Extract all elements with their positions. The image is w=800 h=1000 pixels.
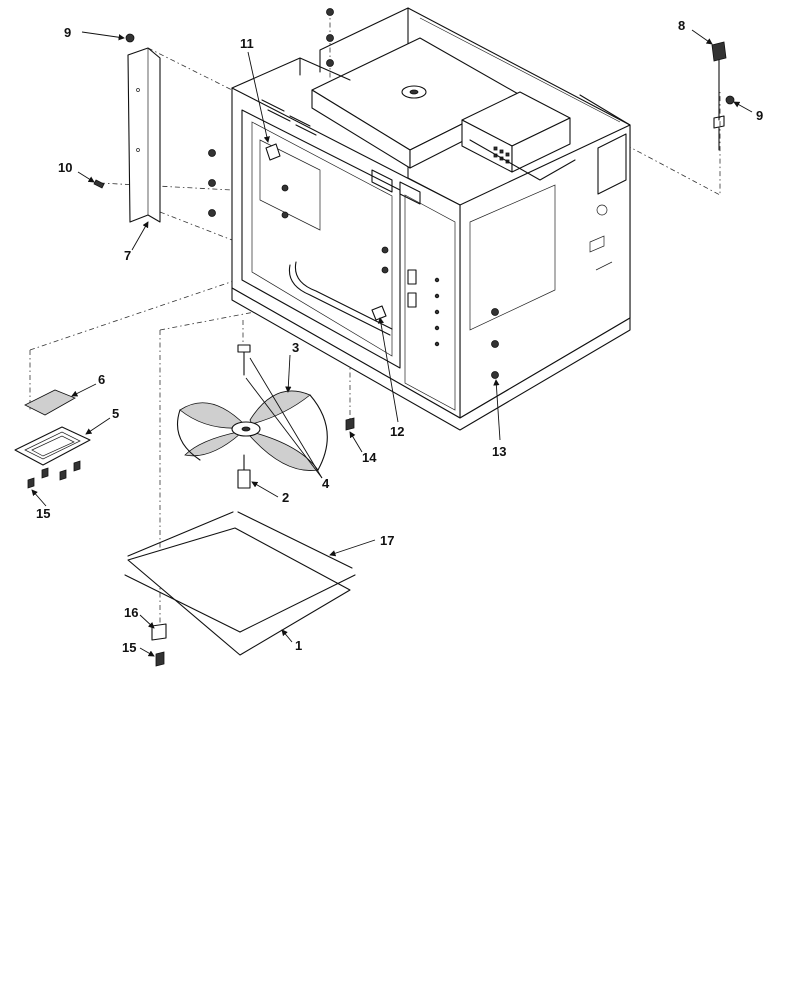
part-9-nut-right <box>725 95 735 105</box>
callout-9-left: 9 <box>64 25 71 40</box>
callout-3: 3 <box>292 340 299 355</box>
part-1-floor-panel <box>127 527 351 656</box>
part-9-nut-left <box>125 33 135 43</box>
part-11-clip <box>265 143 281 161</box>
part-10-screw <box>93 179 105 189</box>
callout-13: 13 <box>492 444 506 459</box>
callout-16: 16 <box>124 605 138 620</box>
callout-8: 8 <box>678 18 685 33</box>
part-2-motor-shaft <box>237 454 251 489</box>
callout-2: 2 <box>282 490 289 505</box>
part-15-screw-bottom <box>155 651 165 667</box>
callout-10: 10 <box>58 160 72 175</box>
part-16-clip <box>151 623 167 641</box>
callout-6: 6 <box>98 372 105 387</box>
part-12-element-terminal <box>371 305 387 321</box>
callout-17: 17 <box>380 533 394 548</box>
callout-4: 4 <box>322 476 330 491</box>
part-3-fan <box>176 390 328 471</box>
part-14-screw <box>345 417 355 431</box>
part-6-light-lens <box>24 389 76 416</box>
callout-7: 7 <box>124 248 131 263</box>
part-7-bracket <box>127 47 161 223</box>
callouts: 9 11 8 9 10 7 6 5 3 4 2 12 14 13 15 17 1… <box>36 18 763 655</box>
callout-12: 12 <box>390 424 404 439</box>
callout-15-left: 15 <box>36 506 50 521</box>
callout-9-right: 9 <box>756 108 763 123</box>
callout-15-bottom: 15 <box>122 640 136 655</box>
oven-cavity <box>231 7 631 431</box>
control-box <box>461 91 576 181</box>
cavity-opening <box>241 109 401 369</box>
callout-11: 11 <box>240 36 254 51</box>
callout-5: 5 <box>112 406 119 421</box>
leader-lines <box>31 29 753 657</box>
callout-1: 1 <box>295 638 302 653</box>
callout-14: 14 <box>362 450 377 465</box>
part-5-light-housing <box>14 426 91 489</box>
fasteners <box>208 8 499 379</box>
part-4-fan-bolt <box>237 344 251 376</box>
part-17-rails <box>124 511 356 633</box>
part-8-sensor <box>711 41 727 151</box>
